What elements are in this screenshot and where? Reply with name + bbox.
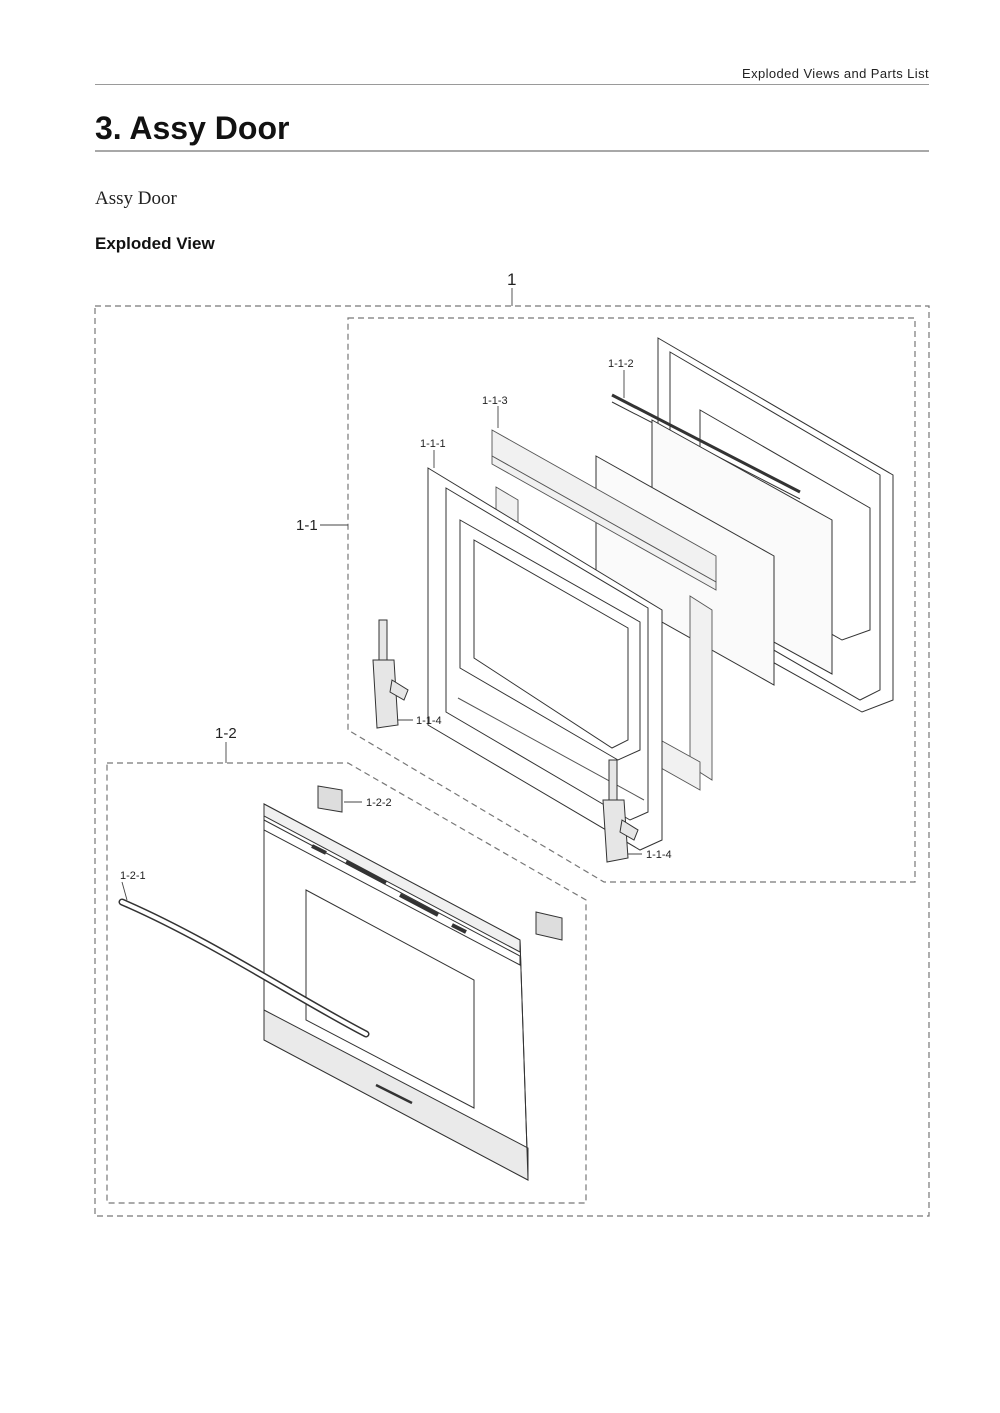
running-head: Exploded Views and Parts List <box>742 66 929 81</box>
label-1-2-1: 1-2-1 <box>120 870 146 882</box>
part-1-1-1-inner-frame <box>427 467 663 851</box>
header-rule <box>95 84 929 85</box>
label-assy-1: 1 <box>507 270 516 289</box>
page-title: 3. Assy Door <box>95 110 290 146</box>
title-rule <box>95 150 929 152</box>
label-1-1-2: 1-1-2 <box>608 358 634 370</box>
assy-1-boundary <box>94 305 930 1217</box>
label-1-2-2: 1-2-2 <box>366 797 392 809</box>
assy-1-1-boundary <box>347 317 916 883</box>
label-1-1-4-right: 1-1-4 <box>646 849 672 861</box>
part-1-2-2-clip <box>317 785 563 941</box>
label-1-1: 1-1 <box>296 517 318 534</box>
exploded-view-heading: Exploded View <box>95 234 215 253</box>
label-1-1-4-left: 1-1-4 <box>416 715 442 727</box>
section-subtitle: Assy Door <box>95 188 177 209</box>
label-1-1-3: 1-1-3 <box>482 395 508 407</box>
label-1-2: 1-2 <box>215 725 237 742</box>
label-1-1-1: 1-1-1 <box>420 438 446 450</box>
outer-door-panel <box>263 803 529 1181</box>
assy-1-2-boundary <box>106 762 587 1204</box>
part-1-1-4-hinge-left <box>372 619 409 729</box>
part-1-1-4-hinge-right <box>602 759 639 863</box>
